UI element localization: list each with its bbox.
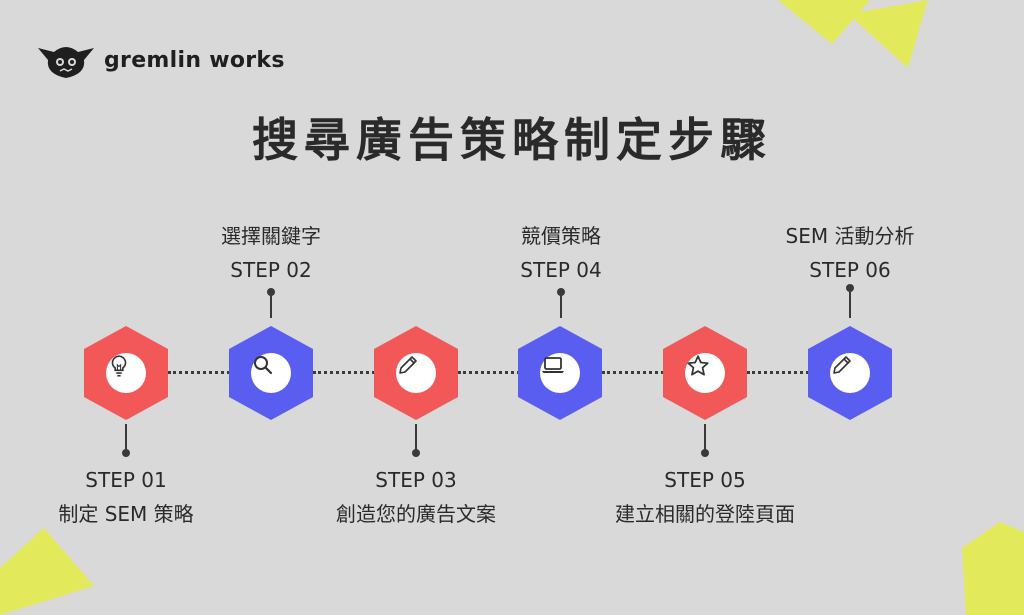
step-3-label: STEP 03 創造您的廣告文案 bbox=[306, 463, 526, 531]
step-5-connector-line bbox=[704, 424, 706, 452]
step-1-hexagon bbox=[84, 326, 168, 420]
connector-5-6 bbox=[747, 371, 809, 374]
connector-4-5 bbox=[602, 371, 664, 374]
deco-triangle-top-right bbox=[848, 0, 928, 68]
deco-hexagon-bottom-right bbox=[962, 522, 1024, 615]
pencil-icon bbox=[399, 356, 417, 374]
step-6-icon-circle bbox=[830, 353, 870, 393]
step-2-connector-line bbox=[270, 292, 272, 318]
step-2-icon-circle bbox=[251, 353, 291, 393]
page-title: 搜尋廣告策略制定步驟 bbox=[252, 113, 772, 167]
step-5-label: STEP 05 建立相關的登陸頁面 bbox=[595, 463, 815, 531]
lightbulb-icon bbox=[111, 355, 127, 377]
connector-2-3 bbox=[313, 371, 375, 374]
step-3-connector-dot bbox=[412, 449, 420, 457]
step-2-name: 選擇關鍵字 bbox=[221, 224, 321, 248]
star-icon bbox=[687, 355, 709, 376]
brand-name: gremlin works bbox=[104, 47, 285, 73]
step-1-name: 制定 SEM 策略 bbox=[58, 502, 194, 526]
step-6-connector-line bbox=[849, 288, 851, 318]
step-5-connector-dot bbox=[701, 449, 709, 457]
step-3-hexagon bbox=[374, 326, 458, 420]
step-5-number: STEP 05 bbox=[664, 468, 746, 492]
step-1-number: STEP 01 bbox=[85, 468, 167, 492]
step-1-label: STEP 01 制定 SEM 策略 bbox=[16, 463, 236, 531]
deco-triangle-top-left bbox=[778, 0, 870, 44]
connector-3-4 bbox=[458, 371, 520, 374]
step-4-icon-circle bbox=[540, 353, 580, 393]
step-6-name: SEM 活動分析 bbox=[785, 224, 915, 248]
deco-triangle-bottom-left bbox=[0, 528, 94, 615]
step-4-label: 競價策略 STEP 04 bbox=[451, 219, 671, 287]
step-1-connector-line bbox=[125, 424, 127, 452]
step-1-icon-circle bbox=[106, 353, 146, 393]
step-3-connector-line bbox=[415, 424, 417, 452]
step-3-number: STEP 03 bbox=[375, 468, 457, 492]
step-4-name: 競價策略 bbox=[521, 224, 601, 248]
search-icon bbox=[254, 356, 273, 375]
step-1-connector-dot bbox=[122, 449, 130, 457]
step-4-connector-line bbox=[560, 292, 562, 318]
step-3-icon-circle bbox=[396, 353, 436, 393]
step-4-hexagon bbox=[518, 326, 602, 420]
step-6-label: SEM 活動分析 STEP 06 bbox=[740, 219, 960, 287]
step-5-hexagon bbox=[663, 326, 747, 420]
step-2-label: 選擇關鍵字 STEP 02 bbox=[161, 219, 381, 287]
step-2-hexagon bbox=[229, 326, 313, 420]
step-6-number: STEP 06 bbox=[809, 258, 891, 282]
pencil-icon bbox=[833, 356, 851, 374]
connector-1-2 bbox=[168, 371, 230, 374]
step-3-name: 創造您的廣告文案 bbox=[336, 502, 496, 526]
step-2-number: STEP 02 bbox=[230, 258, 312, 282]
step-4-number: STEP 04 bbox=[520, 258, 602, 282]
gremlin-mascot-icon bbox=[38, 47, 94, 78]
step-6-hexagon bbox=[808, 326, 892, 420]
step-5-icon-circle bbox=[685, 353, 725, 393]
laptop-icon bbox=[542, 357, 564, 373]
step-5-name: 建立相關的登陸頁面 bbox=[615, 502, 795, 526]
brand-logo: gremlin works bbox=[36, 40, 285, 80]
